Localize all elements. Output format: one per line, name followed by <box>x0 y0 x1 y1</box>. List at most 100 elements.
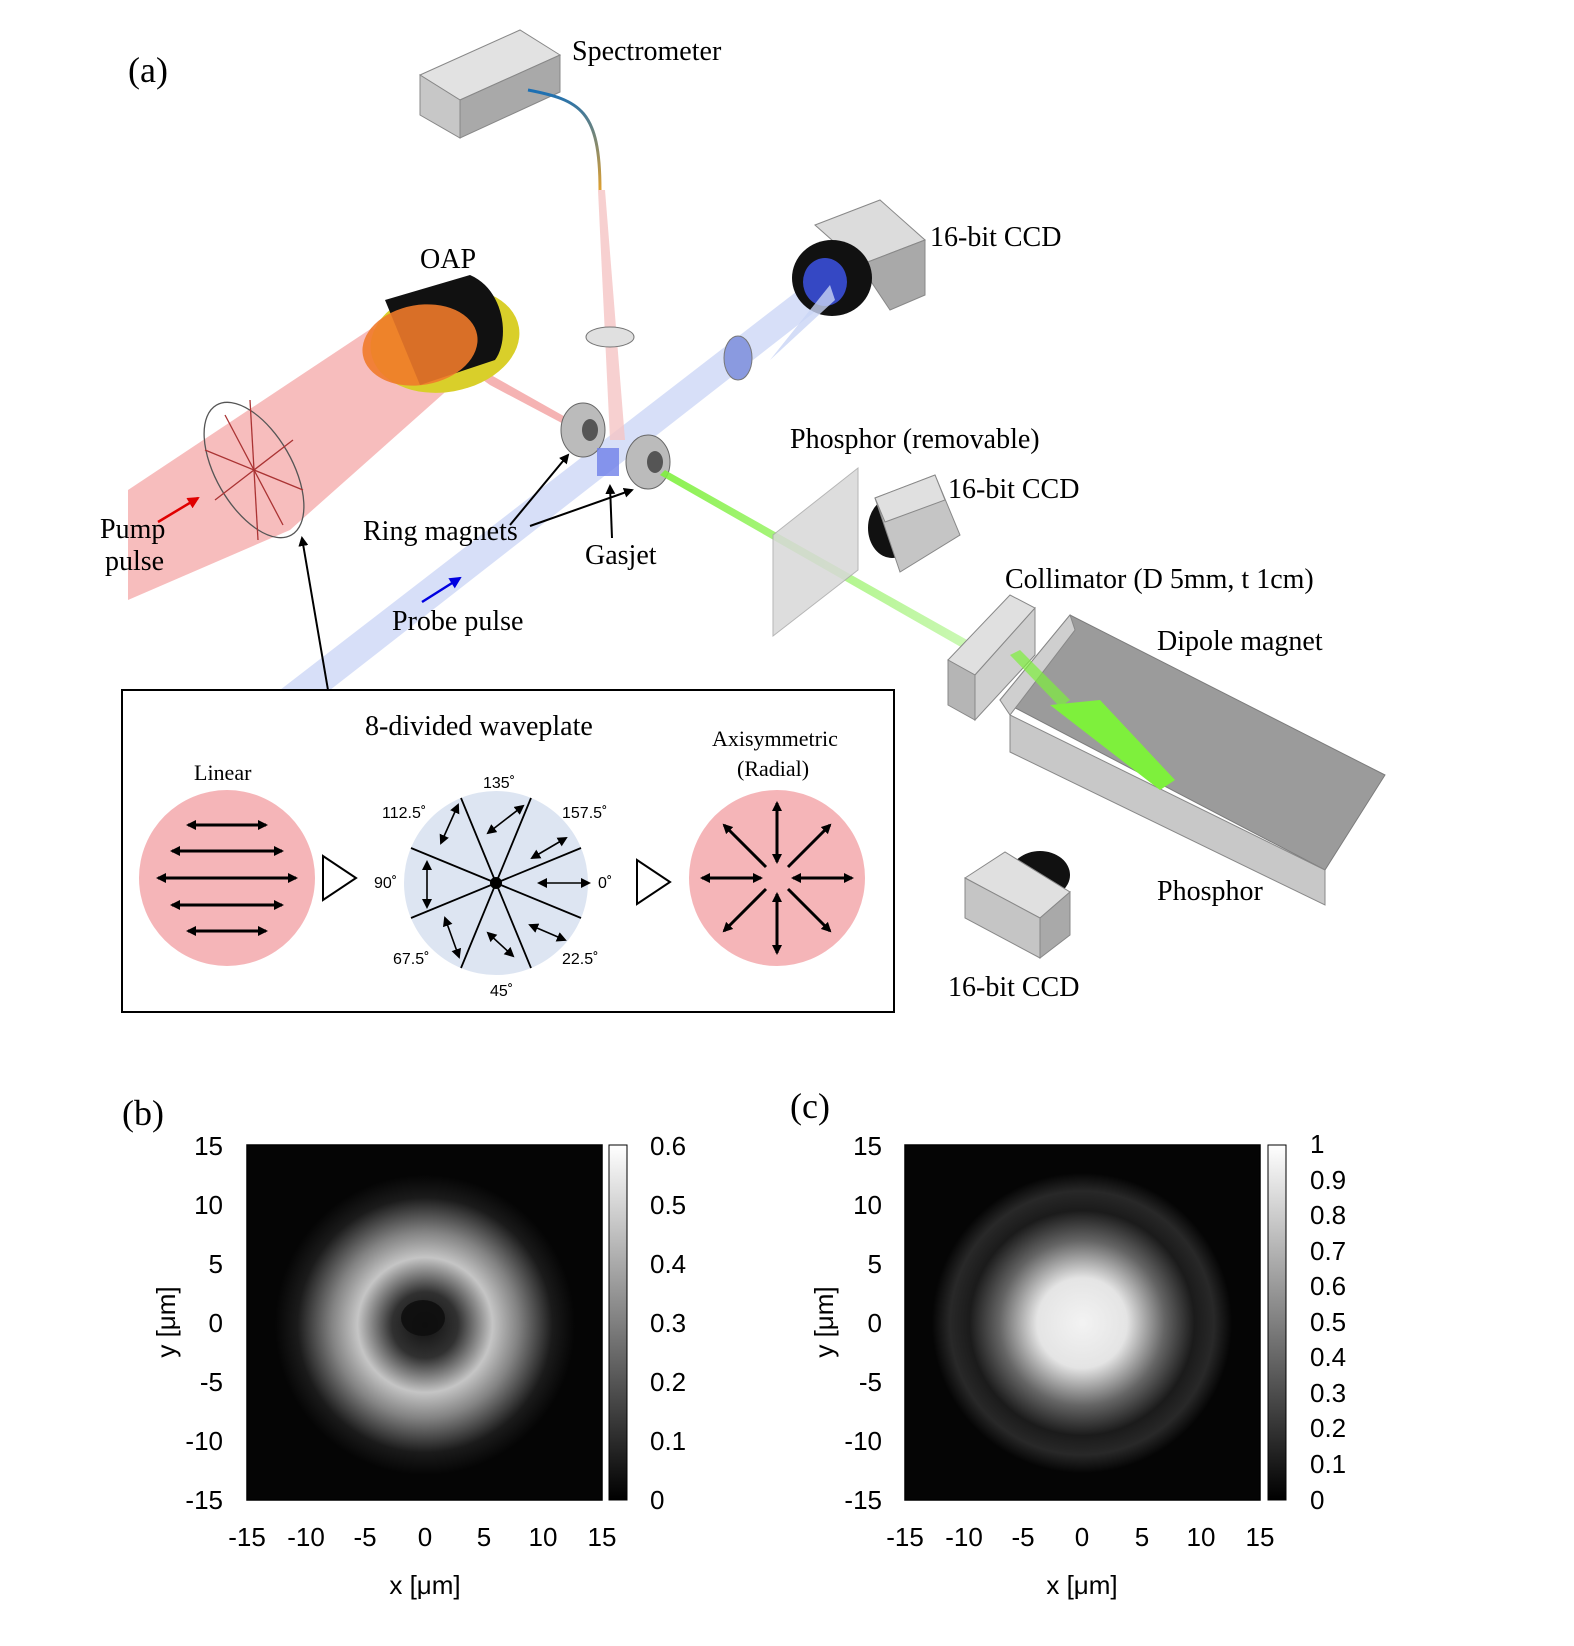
y-tick: 5 <box>209 1249 223 1279</box>
cbar-tick: 0.4 <box>650 1249 686 1279</box>
pump-label-line1: Pump <box>100 514 165 545</box>
y-tick: -10 <box>185 1426 223 1456</box>
x-tick: -10 <box>287 1522 325 1552</box>
panel-c-spot <box>932 1173 1232 1473</box>
x-tick: 15 <box>588 1522 617 1552</box>
panel-c-cbticks: 1 0.9 0.8 0.7 0.6 0.5 0.4 0.3 0.2 0.1 0 <box>1310 1129 1346 1515</box>
angle-45: 45˚ <box>490 983 513 1000</box>
probe-beam <box>280 285 830 690</box>
x-tick: -5 <box>353 1522 376 1552</box>
panel-b-xticks: -15 -10 -5 0 5 10 15 <box>228 1522 616 1552</box>
radial-inner-arrows <box>744 845 810 911</box>
collimator-device <box>947 594 1036 722</box>
ccd-top-device <box>723 199 926 381</box>
cbar-tick: 0.6 <box>650 1131 686 1161</box>
cbar-tick: 0.8 <box>1310 1200 1346 1230</box>
angle-157-5: 157.5˚ <box>562 805 607 822</box>
y-tick: 10 <box>194 1190 223 1220</box>
collimator-label: Collimator (D 5mm, t 1cm) <box>1005 564 1314 595</box>
angle-0: 0˚ <box>598 875 612 892</box>
ring-magnets-label: Ring magnets <box>363 516 518 547</box>
inset-title: 8-divided waveplate <box>365 711 593 742</box>
axisym-label-line1: Axisymmetric <box>712 726 838 751</box>
panel-b: (b) 15 10 5 0 -5 -10 -15 -15 -10 -5 0 5 … <box>122 1093 686 1600</box>
cbar-tick: 0.4 <box>1310 1342 1346 1372</box>
y-tick: 15 <box>853 1131 882 1161</box>
cbar-tick: 0 <box>1310 1485 1324 1515</box>
x-tick: 15 <box>1246 1522 1275 1552</box>
cbar-tick: 1 <box>1310 1129 1324 1159</box>
x-tick: -15 <box>886 1522 924 1552</box>
oap-mirror <box>362 275 520 393</box>
waveplate-inset: 8-divided waveplate Linear <box>121 689 895 1013</box>
panel-b-xlabel: x [μm] <box>389 1570 460 1600</box>
ccd-bottom-label: 16-bit CCD <box>948 972 1079 1003</box>
scatter-beam <box>598 190 625 440</box>
panel-c: (c) 15 10 5 0 -5 -10 -15 -15 -10 -5 0 5 … <box>790 1086 1346 1600</box>
cbar-tick: 0.1 <box>650 1426 686 1456</box>
panel-b-yticks: 15 10 5 0 -5 -10 -15 <box>185 1131 223 1515</box>
angle-112-5: 112.5˚ <box>382 805 426 822</box>
x-tick: 10 <box>1187 1522 1216 1552</box>
panel-b-label: (b) <box>122 1093 164 1133</box>
x-tick: -10 <box>945 1522 983 1552</box>
angle-22-5: 22.5˚ <box>562 951 598 968</box>
cbar-tick: 0.2 <box>650 1367 686 1397</box>
y-tick: 15 <box>194 1131 223 1161</box>
flow-triangle-2 <box>636 858 672 906</box>
ring-magnets-arrow-1 <box>509 453 570 526</box>
y-tick: 10 <box>853 1190 882 1220</box>
axisym-label-line2: (Radial) <box>737 756 809 781</box>
ccd-bottom-device <box>964 851 1071 960</box>
x-tick: -5 <box>1011 1522 1034 1552</box>
cbar-tick: 0.3 <box>1310 1378 1346 1408</box>
cbar-tick: 0.6 <box>1310 1271 1346 1301</box>
cbar-tick: 0.7 <box>1310 1236 1346 1266</box>
panel-c-xticks: -15 -10 -5 0 5 10 15 <box>886 1522 1274 1552</box>
y-tick: -10 <box>844 1426 882 1456</box>
x-tick: 10 <box>529 1522 558 1552</box>
pump-arrow <box>157 496 200 524</box>
y-tick: -15 <box>185 1485 223 1515</box>
lens <box>585 326 635 348</box>
y-tick: 0 <box>868 1308 882 1338</box>
spectrometer-device <box>418 29 602 191</box>
phosphor-removable-screen <box>772 466 859 638</box>
x-tick: 5 <box>1135 1522 1149 1552</box>
panel-b-frame <box>246 1144 603 1501</box>
spectrometer-label: Spectrometer <box>572 36 722 67</box>
cbar-tick: 0 <box>650 1485 664 1515</box>
panel-a-label: (a) <box>128 50 168 90</box>
cbar-tick: 0.1 <box>1310 1449 1346 1479</box>
angle-135: 135˚ <box>483 775 515 792</box>
panel-b-ylabel: y [μm] <box>151 1286 181 1357</box>
angle-67-5: 67.5˚ <box>393 951 429 968</box>
probe-arrow <box>421 576 462 604</box>
x-tick: -15 <box>228 1522 266 1552</box>
angle-90: 90˚ <box>374 875 397 892</box>
linear-arrows <box>156 820 298 936</box>
pump-beam <box>128 328 470 600</box>
waveplate-diagram: 0˚ 22.5˚ 45˚ 67.5˚ 90˚ 112.5˚ 135˚ 157.5… <box>374 775 612 1000</box>
panel-b-colorbar <box>608 1144 628 1501</box>
gasjet-label: Gasjet <box>585 540 657 571</box>
x-tick: 0 <box>418 1522 432 1552</box>
cbar-tick: 0.2 <box>1310 1413 1346 1443</box>
dipole-magnet-device <box>999 613 1386 906</box>
panel-c-xlabel: x [μm] <box>1046 1570 1117 1600</box>
y-tick: 5 <box>868 1249 882 1279</box>
panel-c-ylabel: y [μm] <box>809 1286 839 1357</box>
pump-label-line2: pulse <box>105 546 164 577</box>
dipole-magnet-label: Dipole magnet <box>1157 626 1323 657</box>
waveplate-in-beam <box>203 399 305 541</box>
ccd-top-label: 16-bit CCD <box>930 222 1061 253</box>
oap-label: OAP <box>420 244 476 275</box>
ccd-mid-device <box>868 474 961 573</box>
x-tick: 0 <box>1075 1522 1089 1552</box>
flow-triangle-1 <box>322 854 358 902</box>
panel-b-core <box>401 1300 445 1336</box>
cbar-tick: 0.9 <box>1310 1165 1346 1195</box>
panel-c-colorbar <box>1267 1144 1287 1501</box>
y-tick: -15 <box>844 1485 882 1515</box>
